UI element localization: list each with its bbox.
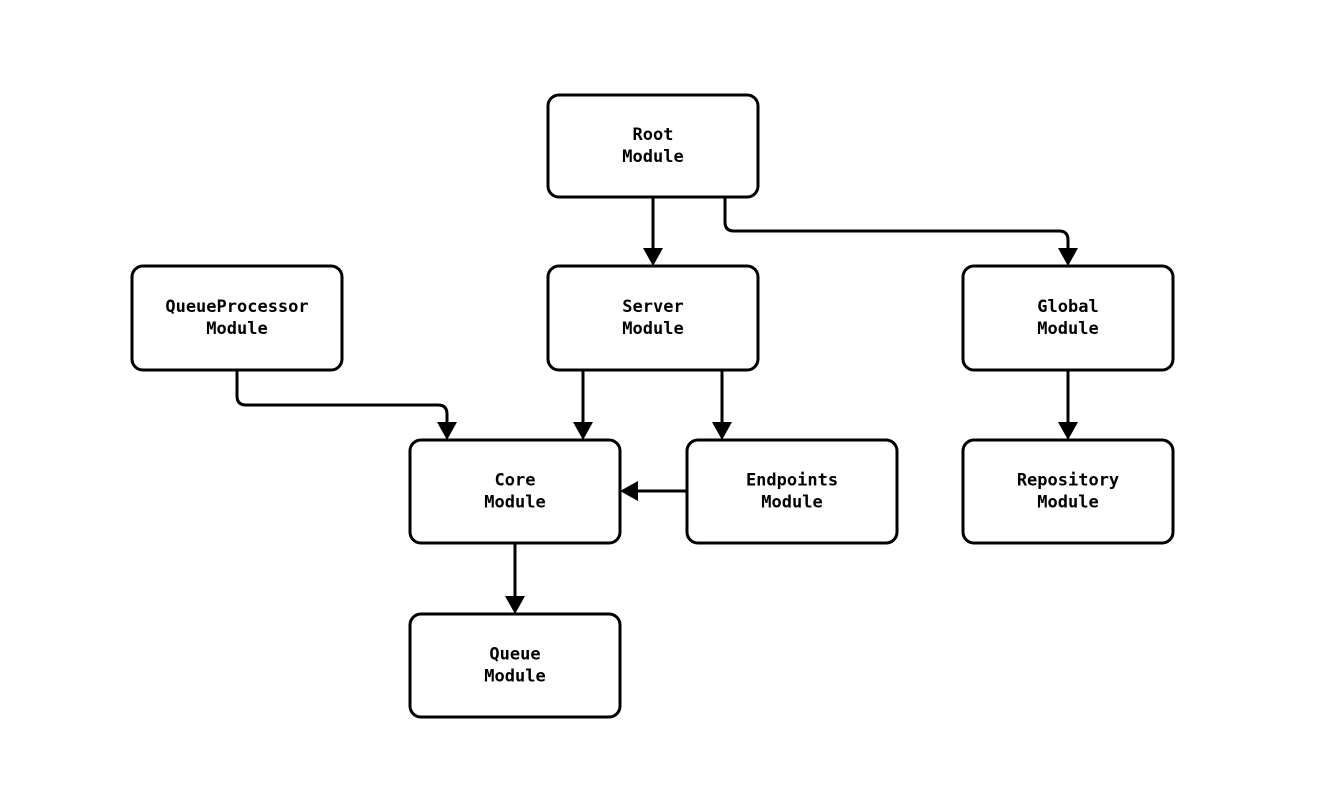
node-box[interactable] <box>130 264 344 372</box>
arrow-head-icon <box>505 596 525 614</box>
arrow-head-icon <box>643 248 663 266</box>
node-label-line1: Core <box>495 471 536 491</box>
node-label-line1: Root <box>633 125 674 145</box>
node-label-line2: Module <box>1037 319 1098 339</box>
node-box[interactable] <box>685 438 899 545</box>
node-box[interactable] <box>408 438 622 545</box>
node-label-line1: Repository <box>1017 471 1119 491</box>
node-label-line2: Module <box>761 493 822 513</box>
edge-global-to-repository <box>1058 370 1078 440</box>
node-label-line1: Endpoints <box>746 471 838 491</box>
node-label-line1: Global <box>1037 297 1098 317</box>
edge-queueprocessor-to-core <box>235 370 457 440</box>
arrow-head-icon <box>620 481 638 501</box>
edge-line <box>723 197 1070 252</box>
edge-core-to-queue <box>505 543 525 614</box>
node-label-line1: Queue <box>489 645 540 665</box>
node-label-line1: Server <box>622 297 683 317</box>
node-label-line1: QueueProcessor <box>165 297 308 317</box>
arrow-head-icon <box>1058 248 1078 266</box>
node-box[interactable] <box>408 612 622 719</box>
node-box[interactable] <box>546 93 760 199</box>
node-label-line2: Module <box>1037 493 1098 513</box>
node-label-line2: Module <box>484 667 545 687</box>
node-label-line2: Module <box>206 319 267 339</box>
node-label-line2: Module <box>622 319 683 339</box>
edge-server-to-endpoints <box>712 370 732 440</box>
node-label-line2: Module <box>484 493 545 513</box>
node-box[interactable] <box>546 264 760 372</box>
edge-endpoints-to-core <box>620 481 687 501</box>
node-label-line2: Module <box>622 147 683 167</box>
arrow-head-icon <box>712 422 732 440</box>
edge-root-to-server <box>643 197 663 266</box>
edges-layer <box>235 197 1078 614</box>
nodes-layer: RootModuleQueueProcessorModuleServerModu… <box>130 93 1175 719</box>
arrow-head-icon <box>1058 422 1078 440</box>
edge-server-to-core <box>573 370 593 440</box>
edge-root-to-global <box>723 197 1078 266</box>
node-box[interactable] <box>961 264 1175 372</box>
arrow-head-icon <box>573 422 593 440</box>
edge-line <box>235 370 449 426</box>
node-box[interactable] <box>961 438 1175 545</box>
arrow-head-icon <box>437 422 457 440</box>
